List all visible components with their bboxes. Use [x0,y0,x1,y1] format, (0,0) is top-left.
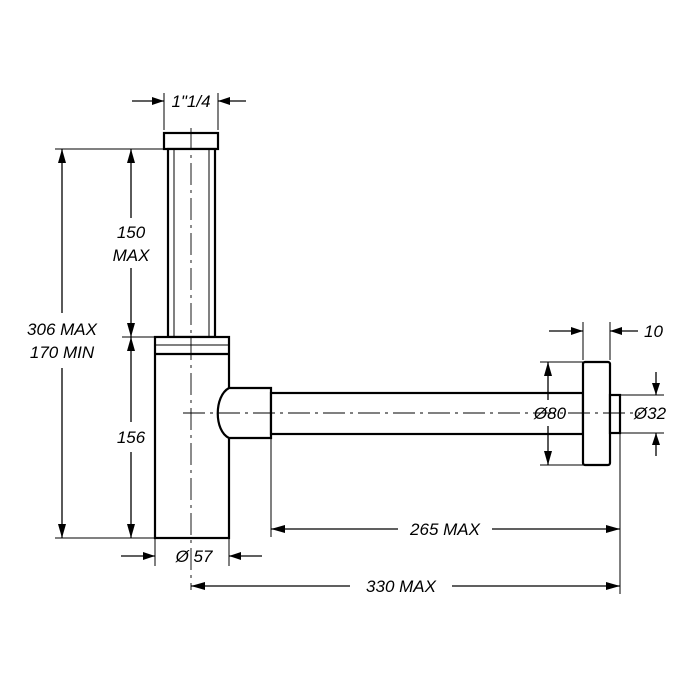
total-height-max-label: 306 MAX [27,320,98,339]
dimension-body-height: 156 [117,337,146,538]
flange-thickness-label: 10 [644,322,663,341]
trap-parts [153,131,622,540]
dimension-total-length: 330 MAX [191,577,620,596]
total-height-min-label: 170 MIN [30,343,95,362]
inlet-thread-label: 1"1/4 [171,92,210,111]
pipe-diameter-label: Ø32 [633,404,667,423]
dimension-total-height: 306 MAX 170 MIN [27,148,164,539]
body-height-label: 156 [117,428,146,447]
wall-stub [608,393,622,435]
outlet-elbow [216,386,273,440]
dimension-pipe-length: 265 MAX [270,433,621,594]
tube-height-max-label: MAX [113,246,151,265]
wall-flange [581,360,612,467]
outlet-pipe [269,391,585,436]
dimension-flange-diameter: Ø80 [533,361,583,466]
dimension-tube-height: 150 MAX [113,149,155,338]
total-length-label: 330 MAX [366,577,437,596]
flange-diameter-label: Ø80 [533,404,567,423]
body-diameter-label: Ø 57 [175,547,213,566]
dimension-body-diameter: Ø 57 [121,538,262,566]
trap-body [153,335,231,540]
dimension-inlet-thread: 1"1/4 [132,92,246,130]
dimension-pipe-diameter: Ø32 [620,372,667,456]
dimension-flange-thickness: 10 [549,322,663,360]
center-lines [183,128,640,590]
tube-height-value-label: 150 [117,223,146,242]
pipe-length-label: 265 MAX [409,520,481,539]
riser-tube [166,147,217,339]
